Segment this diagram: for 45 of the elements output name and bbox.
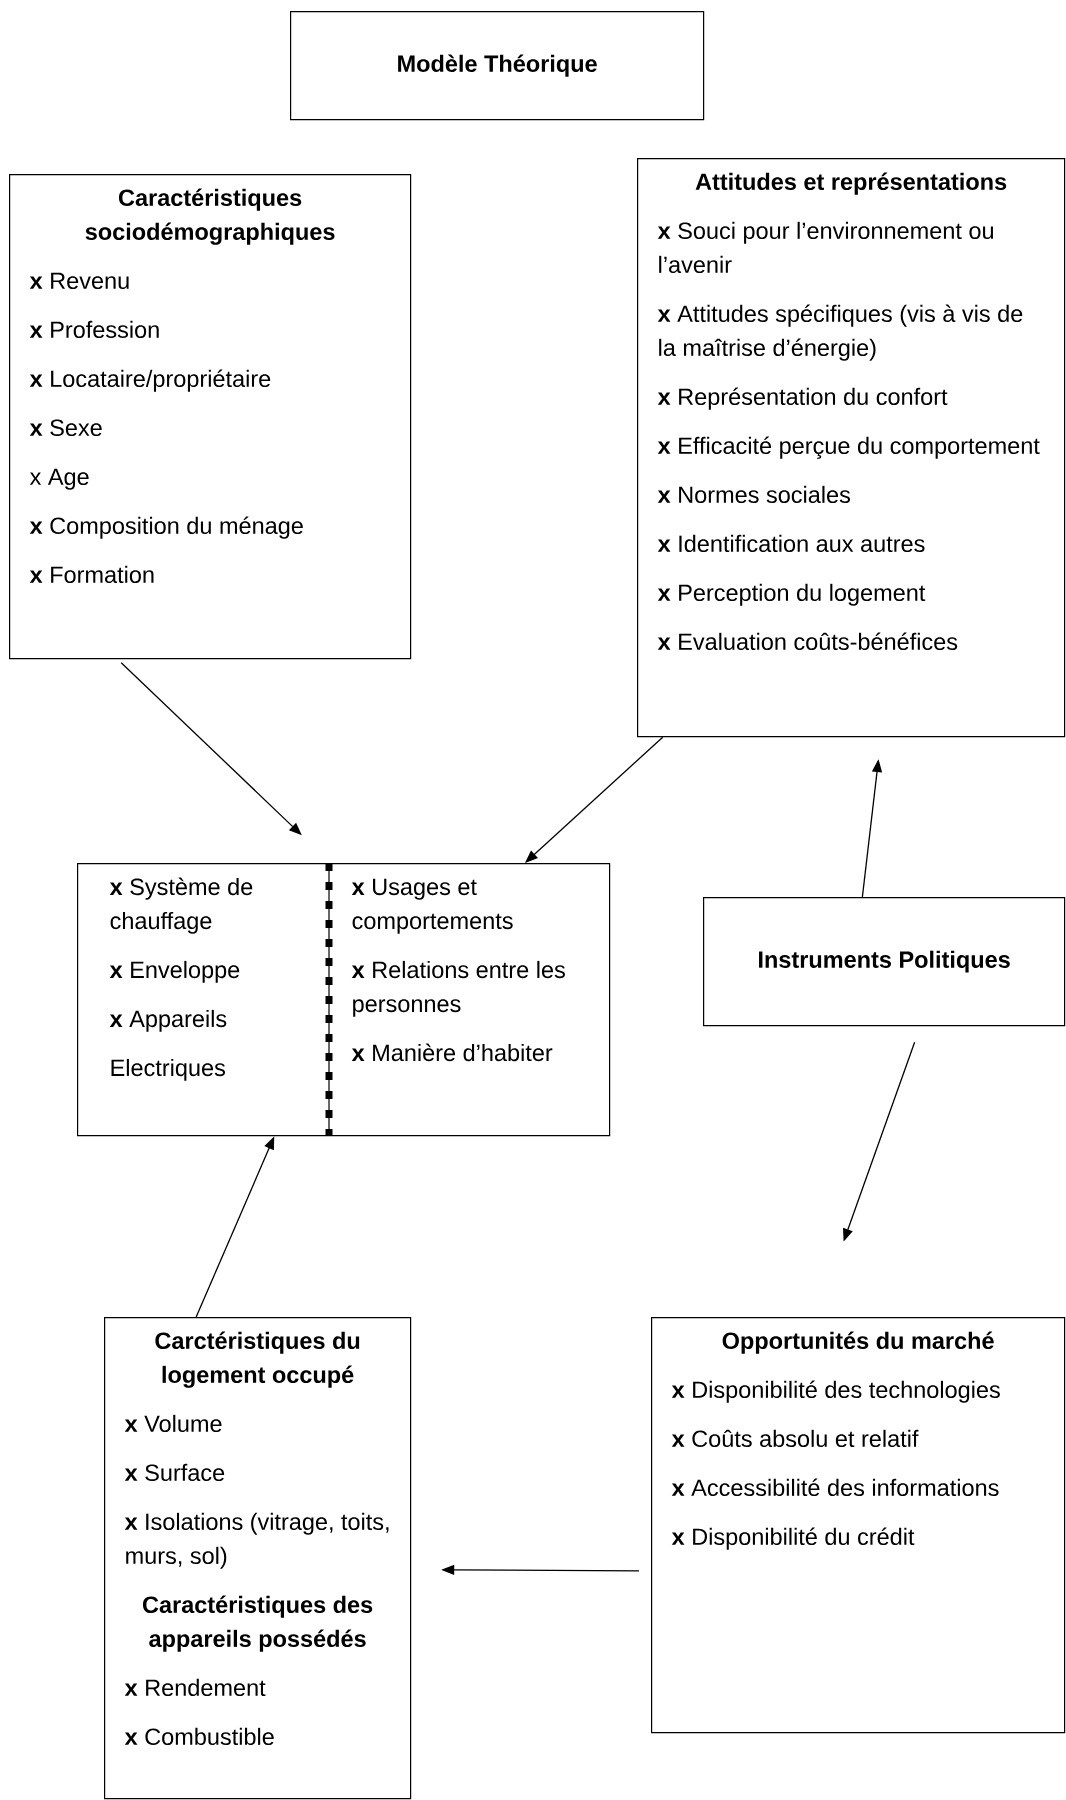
list-item: x Revenu (29, 272, 129, 290)
list-item: x Disponibilité du crédit (671, 1527, 915, 1550)
text-box (637, 158, 1066, 738)
list-item: x Combustible (124, 1727, 274, 1746)
text-box (77, 863, 611, 1137)
list-item: x Perception du logement (657, 583, 926, 606)
text-box (703, 897, 1066, 1027)
text-box (104, 1317, 412, 1800)
list-item: x Manière d’habiter (351, 1043, 553, 1062)
box-title: Instruments Politiques (759, 950, 1010, 973)
text-box (290, 11, 705, 121)
list-item: x Locataire/propriétaire (29, 369, 271, 392)
box-heading: Attitudes et représentations (695, 172, 1007, 195)
list-item: x Efficacité perçue du comportement (657, 436, 1040, 459)
list-item: x Enveloppe (109, 960, 240, 983)
list-item: x Rendement (124, 1678, 266, 1697)
list-item: x Usages et comportements (351, 878, 513, 934)
list-item: x Attitudes spécifiques (vis à vis de la maîtrise d’énergie) (657, 304, 1023, 361)
list-item: x Age (29, 468, 89, 490)
list-item: x Normes sociales (657, 485, 850, 504)
list-item: x Coûts absolu et relatif (671, 1429, 919, 1448)
list-item: Electriques (111, 1058, 225, 1081)
list-item: x Identification aux autres (657, 534, 925, 553)
list-item: x Evaluation coûts-bénéfices (657, 632, 958, 651)
list-item: x Profession (29, 320, 159, 339)
list-item: x Isolations (vitrage, toits, murs, sol) (124, 1512, 389, 1569)
box-heading: Caractéristiques sociodémographiques (85, 188, 335, 245)
list-item: x Formation (29, 565, 154, 584)
list-item: x Disponibilité des technologies (671, 1380, 1000, 1403)
list-item: x Système de chauffage (109, 877, 253, 934)
list-item: x Représentation du confort (657, 387, 948, 410)
text-box (9, 174, 412, 660)
list-item: x Sexe (29, 419, 102, 437)
list-item: x Accessibilité des informations (671, 1478, 999, 1497)
box-heading: Opportunités du marché (722, 1331, 994, 1354)
box-title: Modèle Théorique (398, 54, 597, 77)
list-item: x Composition du ménage (29, 516, 303, 539)
box-heading: Carctéristiques du logement occupé (155, 1331, 360, 1388)
box-heading: Caractéristiques des appareils possédés (143, 1595, 373, 1652)
list-item: x Surface (124, 1463, 225, 1482)
list-item: x Volume (124, 1414, 222, 1433)
list-item: x Appareils (109, 1009, 227, 1032)
text-box (651, 1317, 1066, 1734)
list-item: x Souci pour l’environnement ou l’avenir (657, 221, 994, 274)
list-item: x Relations entre les personnes (351, 960, 565, 1017)
